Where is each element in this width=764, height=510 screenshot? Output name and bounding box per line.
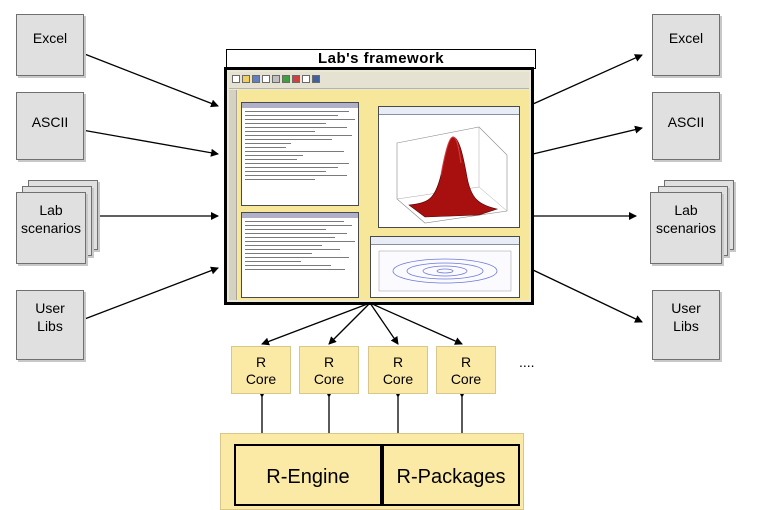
input-scenarios-doc: Lab scenarios — [16, 192, 86, 264]
toolbar-icon — [302, 75, 310, 83]
arrow-ascii-in — [81, 129, 219, 157]
r-core-3-line1: R — [392, 354, 404, 370]
surface-plot — [396, 126, 508, 224]
console-pane-top — [241, 102, 359, 206]
output-scenarios-label-2: scenarios — [656, 220, 716, 236]
app-sidebar — [229, 90, 237, 300]
toolbar-icon — [242, 75, 250, 83]
arrow-core-4 — [361, 296, 463, 345]
arrow-userlibs-out — [532, 269, 643, 323]
output-ascii-doc: ASCII — [652, 92, 720, 160]
toolbar-icon — [312, 75, 320, 83]
r-core-2-line1: R — [323, 354, 335, 370]
arrow-excel-out — [532, 54, 643, 105]
output-userlibs-label-1: User — [671, 300, 701, 316]
app-workspace — [238, 90, 529, 300]
output-scenarios-doc: Lab scenarios — [650, 192, 722, 264]
r-core-2-line2: Core — [313, 371, 345, 387]
output-excel-label: Excel — [668, 30, 704, 46]
input-userlibs-label-1: User — [35, 300, 65, 316]
r-core-4-line2: Core — [450, 371, 482, 387]
r-core-2: R Core — [299, 346, 359, 394]
r-core-3: R Core — [368, 346, 428, 394]
input-excel-label: Excel — [32, 30, 68, 46]
output-userlibs-doc: User Libs — [652, 290, 720, 360]
output-ascii-label: ASCII — [667, 114, 705, 130]
output-scenarios-label-1: Lab — [674, 202, 698, 218]
toolbar-icon — [232, 75, 240, 83]
contour-plot — [378, 250, 512, 292]
output-excel-doc: Excel — [652, 14, 720, 76]
r-core-3-line2: Core — [382, 371, 414, 387]
r-core-1-line1: R — [255, 354, 267, 370]
contour-plot-pane — [370, 236, 520, 298]
arrow-userlibs-in — [81, 266, 219, 321]
console-pane-bottom — [241, 212, 359, 298]
r-core-1: R Core — [231, 346, 291, 394]
toolbar-icon — [252, 75, 260, 83]
toolbar-icon — [282, 75, 290, 83]
output-userlibs-label-2: Libs — [673, 318, 699, 334]
arrow-core-2 — [328, 295, 378, 345]
app-toolbar — [229, 72, 529, 89]
r-packages-box: R-Packages — [382, 444, 520, 506]
surface-plot-pane — [378, 106, 520, 228]
input-ascii-label: ASCII — [31, 114, 69, 130]
r-core-4: R Core — [436, 346, 496, 394]
framework-app-screenshot — [224, 67, 534, 305]
input-scenarios-label-1: Lab — [39, 202, 63, 218]
input-scenarios-label-2: scenarios — [21, 220, 81, 236]
toolbar-icon — [262, 75, 270, 83]
r-engine-box: R-Engine — [234, 444, 382, 506]
r-core-4-line1: R — [460, 354, 472, 370]
toolbar-icon — [272, 75, 280, 83]
r-core-1-line2: Core — [245, 371, 277, 387]
input-userlibs-doc: User Libs — [16, 290, 84, 360]
arrow-ascii-out — [532, 125, 643, 155]
input-userlibs-label-2: Libs — [37, 318, 63, 334]
framework-title: Lab's framework — [226, 49, 536, 69]
more-cores-ellipsis: .... — [519, 354, 535, 370]
arrow-excel-in — [81, 52, 219, 108]
input-excel-doc: Excel — [16, 14, 84, 76]
toolbar-icon — [292, 75, 300, 83]
arrow-core-1 — [261, 296, 378, 346]
input-ascii-doc: ASCII — [16, 92, 84, 160]
